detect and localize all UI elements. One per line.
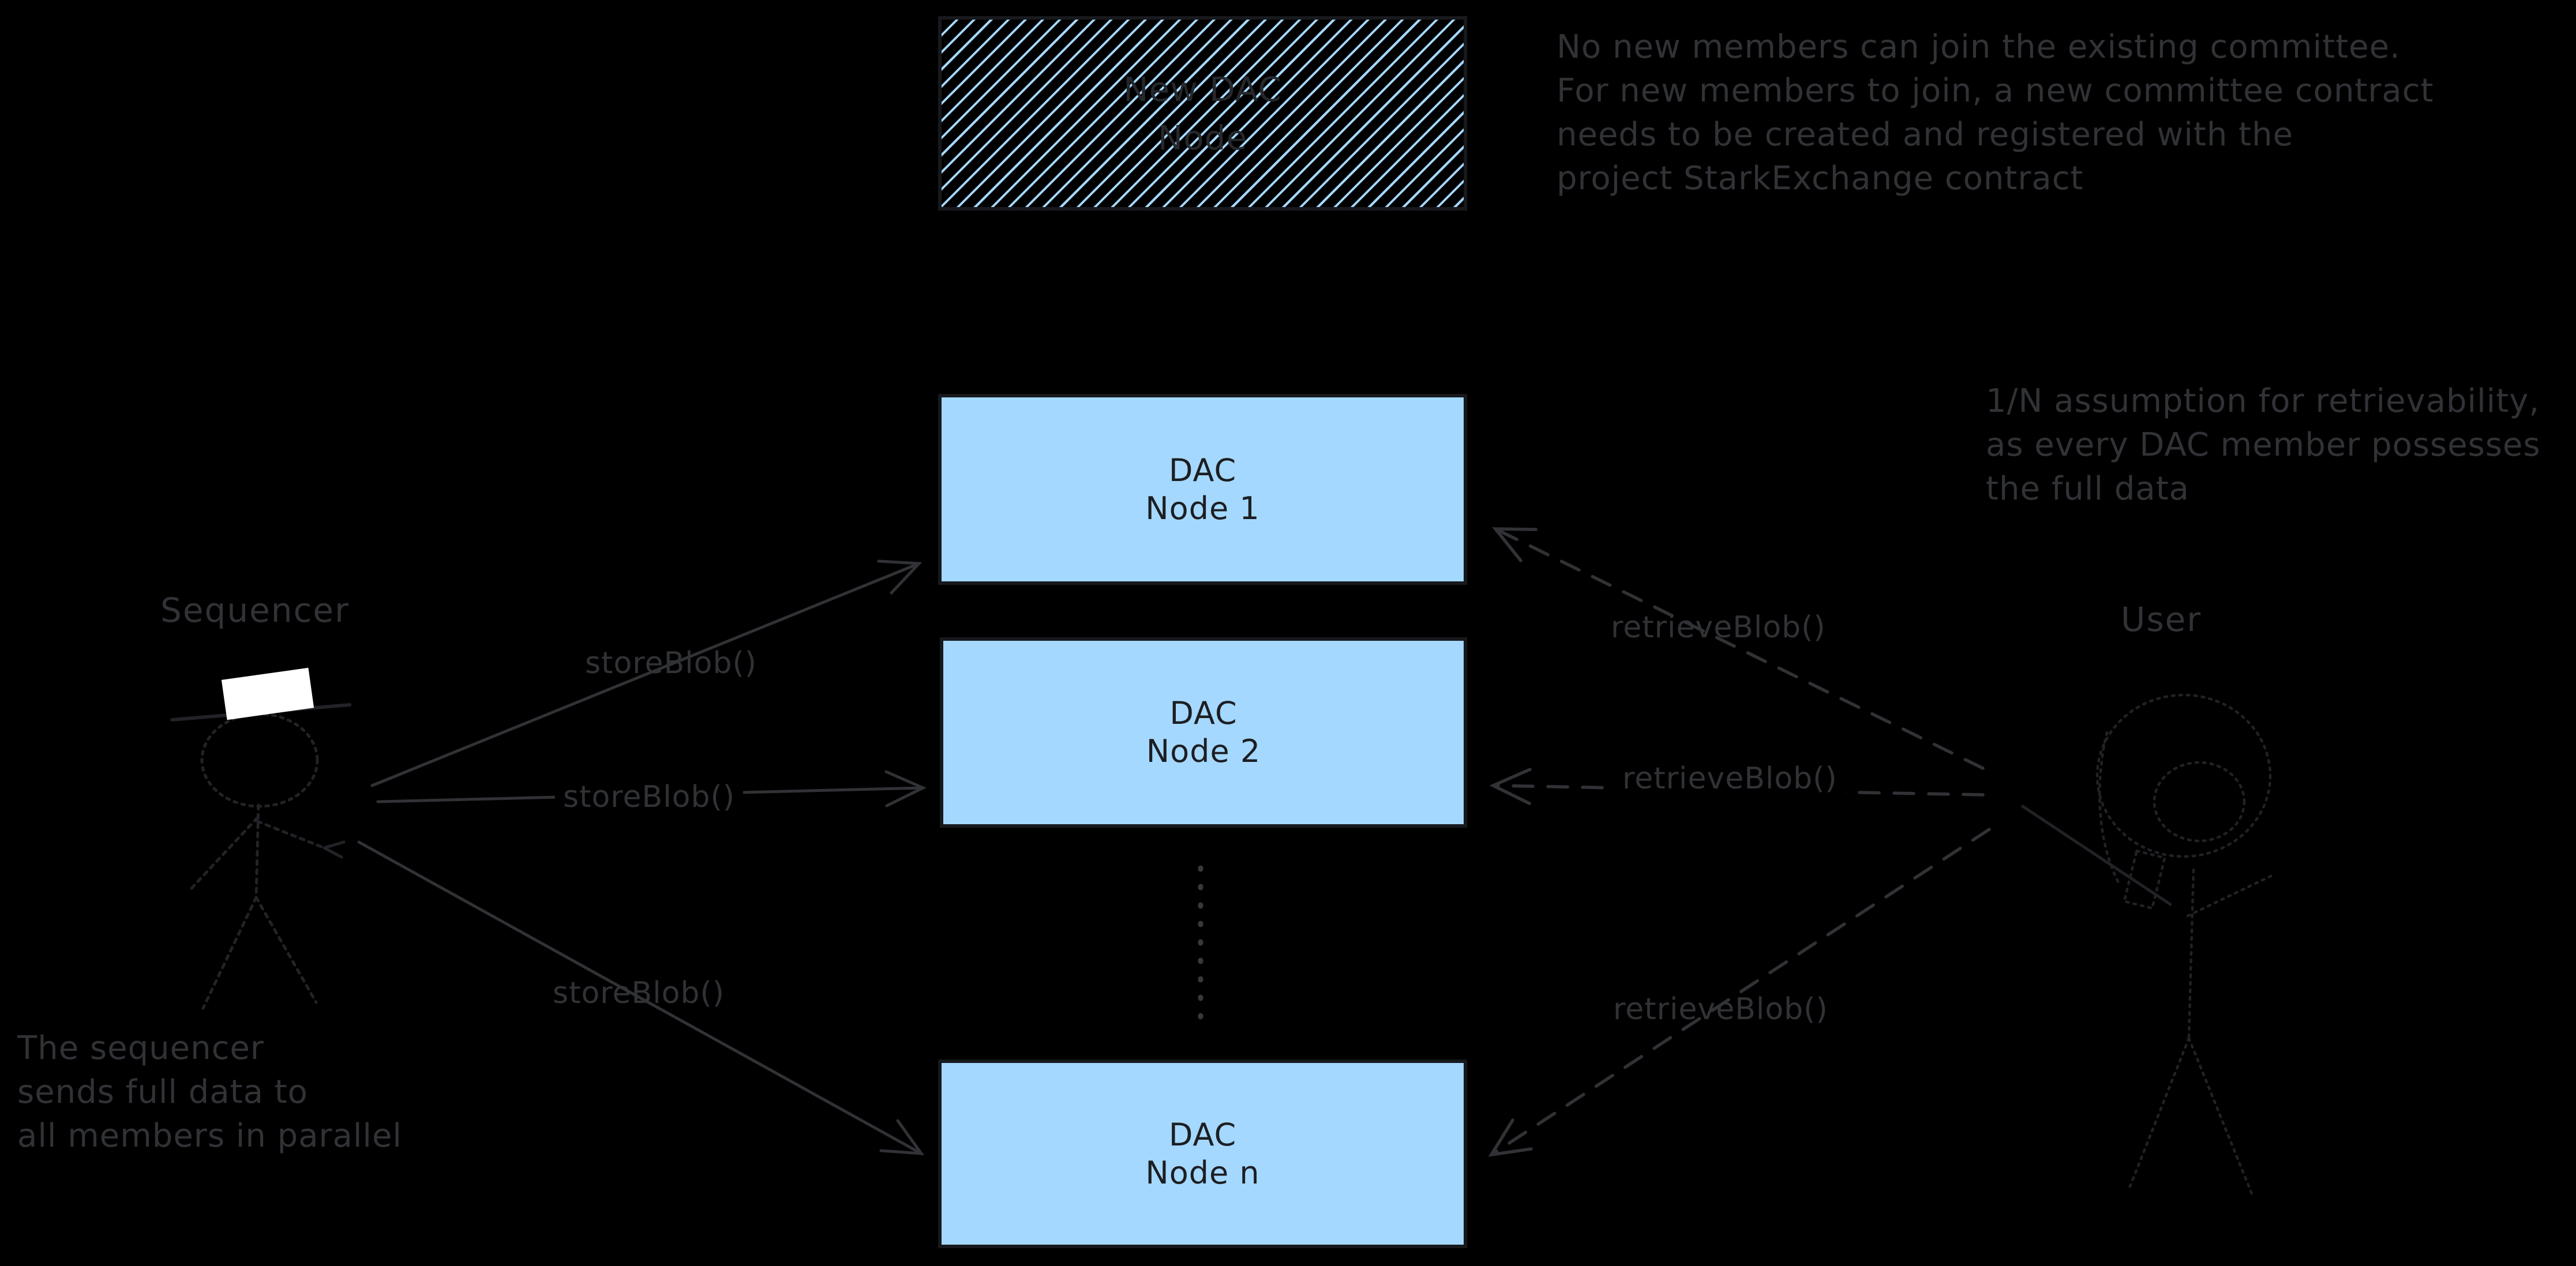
sequencer-hand (323, 840, 346, 859)
user-label: User (2121, 600, 2202, 639)
dac-node-n-line1: DAC (1168, 1116, 1237, 1153)
dac-node-2-box: DAC Node 2 (940, 637, 1467, 828)
new-dac-node-box: New DAC Node (938, 16, 1467, 211)
user-hair (2095, 693, 2272, 858)
retrieve-arrow-node1 (1492, 527, 1985, 770)
retrieve-arrow-noden (1488, 828, 1991, 1157)
annotation-sequencer-behavior-line3: all members in parallel (17, 1117, 402, 1155)
retrieveblob-label-3: retrieveBlob() (1613, 992, 1828, 1027)
user-arm-left (2021, 805, 2172, 906)
store-arrow-node1-head (877, 559, 923, 595)
annotation-sequencer-behavior-line2: sends full data to (17, 1073, 308, 1111)
annotation-retrievability: 1/N assumption for retrievability, as ev… (1986, 380, 2541, 511)
storeblob-label-3: storeBlob() (553, 976, 725, 1010)
user-hair-strand (2098, 731, 2120, 884)
dac-node-n-line2: Node n (1145, 1154, 1260, 1191)
retrieve-arrow-node2-head (1489, 768, 1532, 805)
sequencer-head (200, 712, 319, 808)
dac-node-n-box: DAC Node n (938, 1060, 1467, 1248)
sequencer-hat-icon (221, 667, 314, 720)
new-dac-node-box-line2: Node (1157, 118, 1248, 157)
new-dac-node-box-line1: New DAC (1123, 69, 1282, 109)
store-arrow-noden (357, 840, 925, 1155)
user-leg-right (2187, 1036, 2254, 1197)
annotation-sequencer-behavior: The sequencer sends full data to all mem… (17, 1027, 402, 1158)
sequencer-label: Sequencer (160, 591, 350, 630)
retrieveblob-label-1: retrieveBlob() (1611, 610, 1826, 645)
user-phone-icon (2123, 849, 2166, 910)
store-arrow-node2-head (884, 770, 927, 807)
retrieve-arrow-node1-line (1494, 527, 1985, 770)
store-arrow-node1-line (370, 562, 921, 787)
sequencer-leg-left (201, 896, 258, 1010)
user-arm-right (2186, 874, 2274, 918)
store-arrow-node1 (370, 559, 923, 787)
user-body (2187, 868, 2195, 1040)
dac-node-1-line1: DAC (1168, 452, 1237, 489)
sequencer-leg-right (254, 896, 318, 1004)
dac-node-1-line2: Node 1 (1145, 490, 1260, 527)
sequencer-figure (170, 667, 351, 1010)
storeblob-label-2: storeBlob() (555, 780, 744, 814)
annotation-sequencer-behavior-line1: The sequencer (17, 1030, 264, 1067)
annotation-committee-rules: No new members can join the existing com… (1557, 25, 2433, 201)
dac-node-1-box: DAC Node 1 (938, 394, 1467, 585)
annotation-committee-rules-line2: For new members to join, a new committee… (1557, 72, 2434, 110)
user-figure (2021, 693, 2274, 1197)
sequencer-arm-right (256, 820, 326, 850)
annotation-committee-rules-line1: No new members can join the existing com… (1557, 28, 2401, 66)
retrieve-arrow-node1-head (1492, 527, 1538, 562)
retrieve-arrow-noden-head (1488, 1118, 1533, 1157)
retrieve-arrow-noden-line (1490, 828, 1991, 1156)
retrieveblob-label-2: retrieveBlob() (1614, 761, 1846, 796)
dac-node-2-line1: DAC (1169, 695, 1238, 731)
store-arrow-noden-head (879, 1119, 925, 1155)
annotation-retrievability-line3: the full data (1986, 470, 2189, 508)
sequencer-body (254, 803, 260, 899)
user-leg-left (2127, 1036, 2191, 1191)
storeblob-label-1: storeBlob() (585, 646, 758, 681)
annotation-retrievability-line1: 1/N assumption for retrievability, (1986, 382, 2540, 420)
user-face (2153, 761, 2246, 843)
store-arrow-noden-line (357, 840, 923, 1155)
annotation-retrievability-line2: as every DAC member possesses (1986, 426, 2541, 464)
annotation-committee-rules-line3: needs to be created and registered with … (1557, 116, 2294, 153)
annotation-committee-rules-line4: project StarkExchange contract (1557, 160, 2084, 197)
sequencer-arm-left (190, 816, 259, 890)
dac-node-2-line2: Node 2 (1146, 733, 1261, 769)
